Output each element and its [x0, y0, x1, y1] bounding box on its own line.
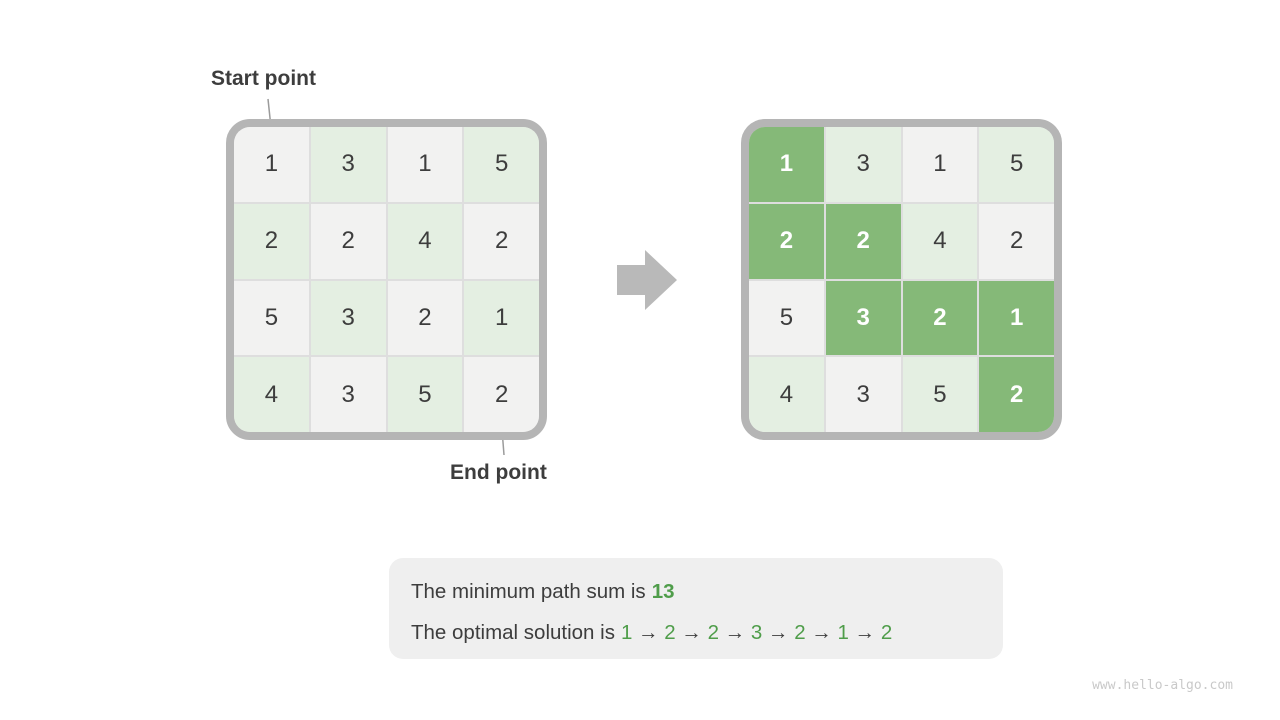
- arrow-separator: →: [719, 621, 751, 644]
- grid-cell: 4: [902, 203, 978, 279]
- path-step-value: 2: [880, 621, 893, 644]
- arrow-separator: →: [805, 621, 838, 644]
- grid-cell: 2: [387, 280, 463, 356]
- grid-cell: 5: [979, 127, 1054, 202]
- grid-cell: 2: [749, 203, 824, 279]
- path-step-value: 2: [707, 621, 719, 644]
- grid-cell: 5: [749, 280, 824, 356]
- grid-cell: 5: [464, 127, 539, 202]
- grid-cell: 1: [234, 127, 309, 202]
- watermark: www.hello-algo.com: [1092, 678, 1233, 693]
- grid-cell: 5: [387, 357, 463, 432]
- optimal-solution-sequence: 1 → 2 → 2 → 3 → 2 → 1 → 2: [621, 621, 892, 644]
- grid-cell: 1: [979, 280, 1054, 356]
- transform-arrow-icon: [617, 250, 677, 310]
- path-step-value: 1: [837, 621, 849, 644]
- grid-cell: 2: [979, 203, 1054, 279]
- grid-cell: 5: [902, 357, 978, 432]
- grid-cell: 3: [310, 127, 386, 202]
- grid-cell: 2: [979, 357, 1054, 432]
- min-path-sum-text: The minimum path sum is: [411, 580, 646, 603]
- optimal-solution-text: The optimal solution is: [411, 621, 615, 644]
- grid-cell: 2: [464, 203, 539, 279]
- grid-cell: 1: [749, 127, 824, 202]
- min-path-sum-value: 13: [651, 580, 675, 603]
- grid-cell: 4: [749, 357, 824, 432]
- grid-cell: 3: [825, 357, 901, 432]
- start-point-label: Start point: [211, 67, 316, 90]
- arrow-separator: →: [762, 621, 795, 644]
- grid-cell: 3: [310, 357, 386, 432]
- grid-cell: 3: [825, 280, 901, 356]
- grid-cell: 2: [310, 203, 386, 279]
- grid-cell: 5: [234, 280, 309, 356]
- path-step-value: 1: [620, 621, 633, 644]
- grid-cell: 2: [234, 203, 309, 279]
- grid-cell: 1: [902, 127, 978, 202]
- grid-cell: 3: [825, 127, 901, 202]
- grid-cell: 4: [234, 357, 309, 432]
- grid-cell: 2: [464, 357, 539, 432]
- grid-cell: 3: [310, 280, 386, 356]
- grid-cell: 2: [825, 203, 901, 279]
- end-point-label: End point: [450, 461, 547, 484]
- arrow-separator: →: [848, 621, 881, 644]
- grid-cell: 4: [387, 203, 463, 279]
- grid-cell: 1: [387, 127, 463, 202]
- arrow-separator: →: [632, 621, 665, 644]
- path-step-value: 2: [794, 621, 806, 644]
- grid-cell: 2: [902, 280, 978, 356]
- arrow-separator: →: [675, 621, 708, 644]
- path-step-value: 3: [750, 621, 763, 644]
- grid-cell: 1: [464, 280, 539, 356]
- path-step-value: 2: [664, 621, 676, 644]
